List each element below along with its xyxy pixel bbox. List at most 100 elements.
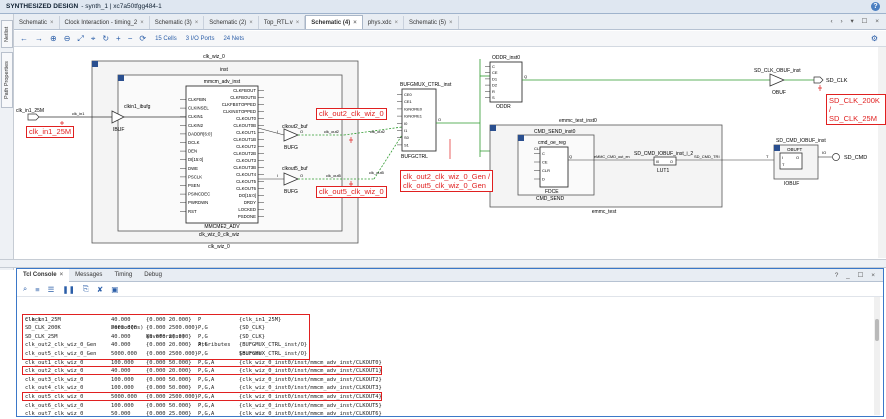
expand-handle-icon[interactable]	[92, 61, 98, 67]
row-attributes: P,G,A	[198, 393, 215, 400]
scroll-thumb[interactable]	[875, 319, 879, 341]
back-icon[interactable]: ←	[20, 33, 28, 43]
obuft-pin-i: I	[782, 155, 783, 160]
cells-count-link[interactable]: 15 Cells	[155, 35, 177, 42]
mmcm-block[interactable]	[185, 85, 259, 224]
save-icon[interactable]: ▣	[111, 284, 119, 294]
tab-schematic-5[interactable]: Schematic (5)×	[404, 16, 459, 29]
obuf-buffer[interactable]	[769, 73, 786, 87]
tab-messages[interactable]: Messages	[69, 269, 108, 282]
zoom-area-icon[interactable]: ⌖	[90, 33, 96, 43]
console-scrollbar[interactable]	[874, 297, 880, 415]
bidir-port-icon[interactable]	[832, 153, 840, 161]
tab-phys-xdc[interactable]: phys.xdc×	[363, 16, 404, 29]
close-icon[interactable]: ×	[295, 19, 300, 26]
expand-icon[interactable]: +	[116, 33, 121, 43]
side-tab-netlist[interactable]: Netlist	[1, 20, 13, 48]
header-period: Period(ns)	[111, 325, 144, 332]
output-port-icon[interactable]	[813, 76, 824, 84]
oddr-block[interactable]	[489, 61, 523, 103]
schematic-scrollbar[interactable]	[878, 47, 886, 258]
oddr-inst-label: ODDR_inst0	[492, 55, 520, 61]
expand-all-icon[interactable]: ☰	[47, 284, 55, 294]
tab-controls[interactable]: ‹ › ▾ ☐ ×	[830, 18, 882, 25]
copy-icon[interactable]: ⎘	[82, 284, 89, 293]
close-icon[interactable]: ×	[353, 19, 357, 26]
pane-divider[interactable]	[0, 259, 886, 268]
left-side-tabs: Netlist Path Properties	[0, 14, 14, 270]
row-attributes: P,G,A	[198, 368, 215, 375]
search-icon[interactable]: ⌕	[23, 284, 28, 293]
close-icon[interactable]: ×	[194, 19, 199, 26]
tab-label: Debug	[144, 272, 162, 278]
tab-schematic-4[interactable]: Schematic (4)×	[305, 15, 363, 29]
row-period: 40.000	[111, 342, 131, 349]
schematic-svg[interactable]: clk_wiz_0 inst clk_wiz_0_clk_wiz clk_wiz…	[14, 47, 886, 258]
tab-timing[interactable]: Timing	[108, 269, 138, 282]
expand-handle-icon[interactable]	[774, 145, 780, 151]
close-icon[interactable]: ×	[249, 19, 253, 26]
nets-count-link[interactable]: 24 Nets	[223, 35, 245, 42]
collapse-icon[interactable]: −	[127, 33, 133, 43]
expand-handle-icon[interactable]	[118, 75, 124, 81]
close-icon[interactable]: ×	[448, 19, 453, 26]
fdce-block[interactable]	[539, 146, 569, 188]
side-tab-path-properties[interactable]: Path Properties	[1, 52, 13, 108]
zoom-fit-icon[interactable]: ⤢	[77, 33, 84, 43]
console-controls[interactable]: ? _ ☐ ×	[834, 272, 878, 279]
expand-handle-icon[interactable]	[490, 125, 496, 131]
row-attributes: P,G	[198, 350, 208, 357]
io-ports-count-link[interactable]: 3 I/O Ports	[185, 35, 215, 42]
refresh-icon[interactable]: ↻	[102, 33, 110, 43]
close-icon[interactable]: ×	[394, 19, 398, 26]
net-wire[interactable]	[257, 127, 285, 136]
design-title: SYNTHESIZED DESIGN	[6, 3, 79, 10]
clear-icon[interactable]: ✘	[96, 284, 104, 294]
input-port-icon[interactable]	[27, 113, 40, 121]
console-output[interactable]: Clock Period(ns) Waveform(ns) Attributes…	[22, 307, 865, 419]
lut1-block[interactable]	[653, 156, 677, 166]
clk-out5-wire[interactable]	[373, 134, 403, 180]
mmcm-input-pin: DCLK	[188, 140, 200, 145]
zoom-in-icon[interactable]: ⊕	[50, 33, 57, 43]
close-icon[interactable]: ×	[59, 272, 64, 278]
mmcm-output-pin: CLKFBOUT	[233, 88, 256, 93]
collapse-all-icon[interactable]: ≡	[35, 284, 40, 294]
bufg2-buffer[interactable]	[283, 172, 300, 186]
gear-icon[interactable]: ⚙	[870, 34, 878, 43]
row-clock: clk_out4_clk_wiz_0	[25, 385, 84, 392]
zoom-out-icon[interactable]: ⊖	[63, 33, 71, 43]
mux-inst-label: BUFGMUX_CTRL_inst	[400, 82, 452, 88]
wrapper-footer-1: clk_wiz_0_clk_wiz	[199, 232, 240, 238]
close-icon[interactable]: ×	[50, 19, 54, 26]
help-icon[interactable]: ?	[871, 2, 880, 11]
row-sources: {clk_wiz_0_inst0/inst/mmcm_adv_inst/CLKO…	[239, 402, 382, 409]
mmcm-output-pin: DRDY	[244, 200, 256, 205]
iobuf-type-label: IOBUF	[784, 181, 799, 187]
bufg2-inst-label: clkout5_buf	[282, 166, 308, 172]
forward-icon[interactable]: →	[35, 33, 43, 43]
tab-clock-interaction[interactable]: Clock Interaction - timing_2×	[60, 16, 150, 29]
tab-schematic-2[interactable]: Schematic (2)×	[204, 16, 259, 29]
row-clock: clk_out7_clk_wiz_0	[25, 411, 84, 418]
close-icon[interactable]: ×	[140, 19, 144, 26]
bufgctrl-block[interactable]	[401, 88, 437, 152]
bufg1-buffer[interactable]	[283, 128, 300, 142]
expand-handle-icon[interactable]	[518, 135, 524, 141]
tab-debug[interactable]: Debug	[138, 269, 168, 282]
schematic-canvas[interactable]: clk_wiz_0 inst clk_wiz_0_clk_wiz clk_wiz…	[14, 47, 886, 258]
pause-icon[interactable]: ❚❚	[62, 284, 75, 294]
regenerate-icon[interactable]: ⟳	[139, 33, 147, 43]
row-period: 5000.000	[111, 325, 137, 332]
clk-out2-wire[interactable]	[343, 126, 403, 136]
row-waveform: {0.000 25.000}	[146, 411, 192, 418]
tab-top-rtl[interactable]: Top_RTL.v×	[259, 16, 306, 29]
row-waveform: {0.000 2500.000}	[146, 325, 198, 332]
tab-schematic-3[interactable]: Schematic (3)×	[150, 16, 205, 29]
tab-schematic[interactable]: Schematic×	[14, 16, 60, 29]
obuft-block[interactable]	[779, 152, 803, 170]
tab-tcl-console[interactable]: Tcl Console×	[17, 268, 70, 282]
ibuf-buffer[interactable]	[111, 110, 125, 124]
